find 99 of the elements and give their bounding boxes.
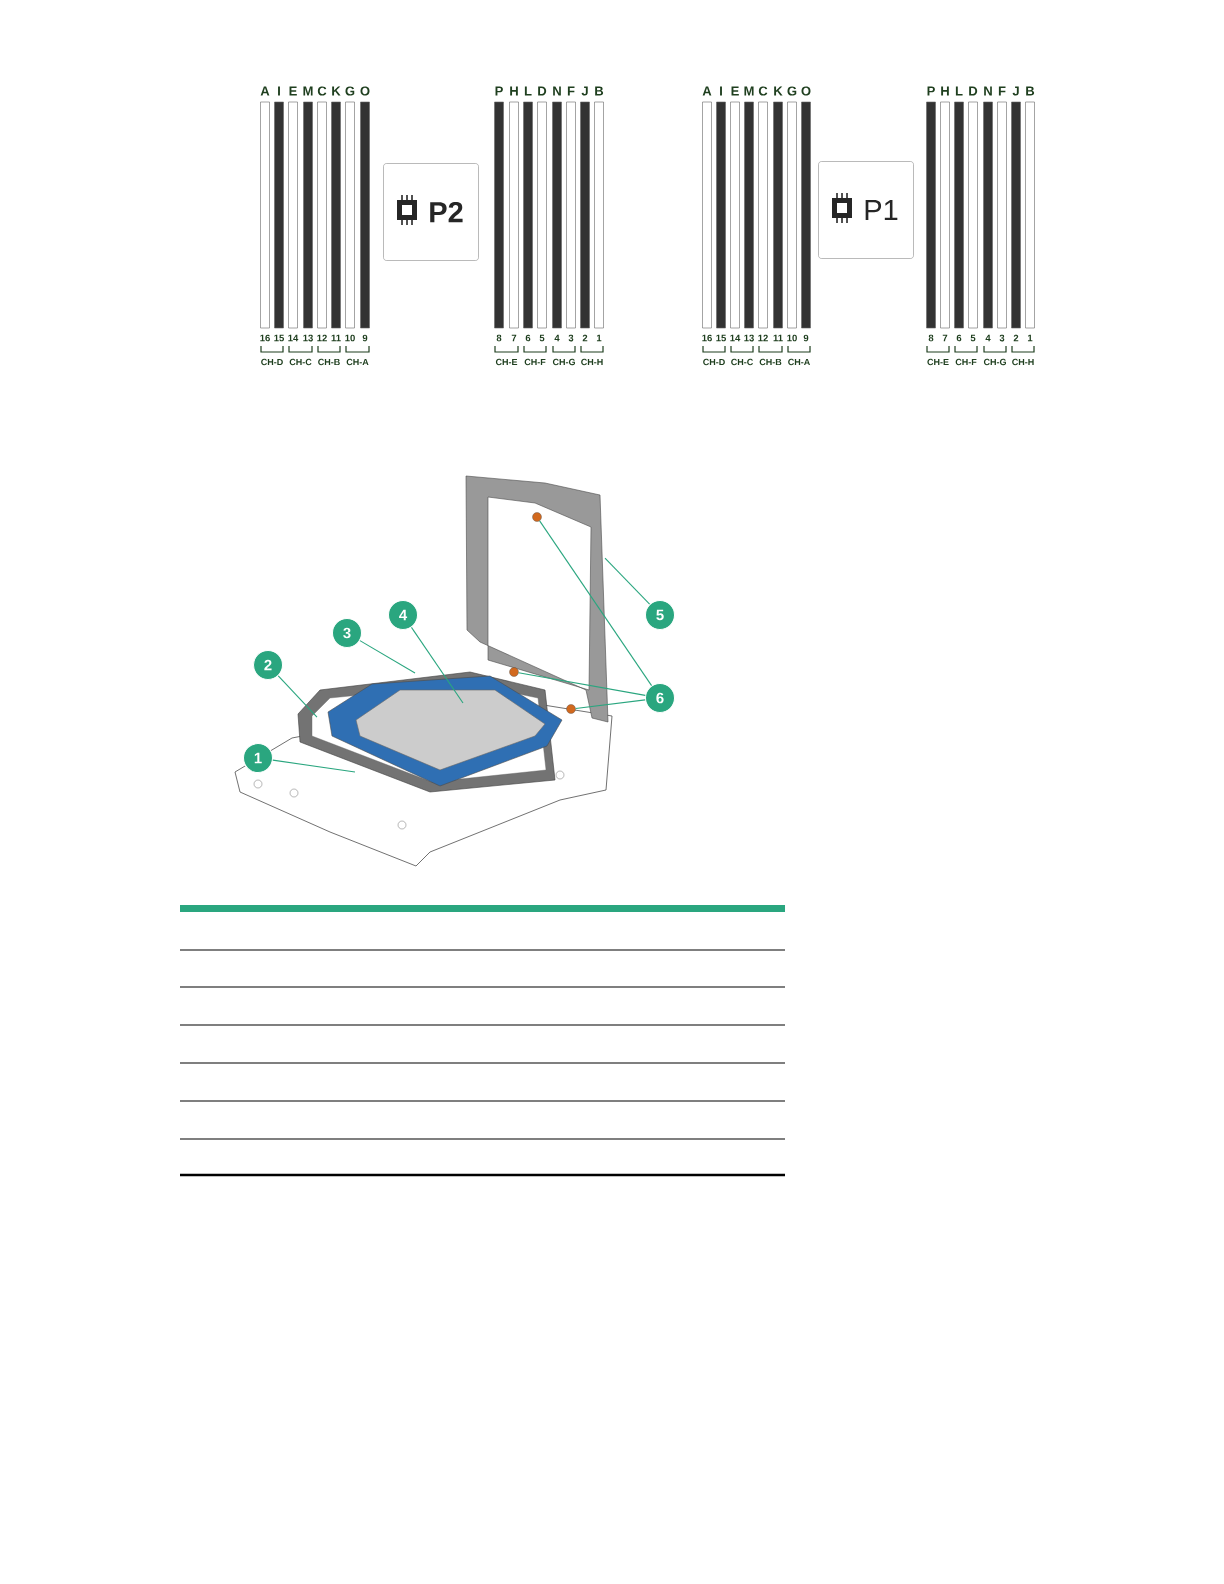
slot-letter: J: [1012, 86, 1019, 96]
slot-number: 5: [539, 334, 545, 342]
slot-letter: J: [581, 86, 588, 96]
slot-letter: I: [720, 86, 722, 96]
slot-number: 15: [716, 334, 726, 342]
channel-label: CH-E: [927, 358, 949, 366]
slot-letter: P: [495, 86, 503, 96]
slot-letter: L: [524, 86, 532, 96]
slot-number: 11: [331, 334, 341, 342]
slot-number: 4: [985, 334, 991, 342]
screw: [532, 512, 542, 522]
slot-number: 9: [362, 334, 368, 342]
slot-number: 8: [928, 334, 934, 342]
slot-number: 1: [1027, 334, 1033, 342]
slot-letter: P: [927, 86, 935, 96]
slot-letter: D: [538, 86, 547, 96]
channel-label: CH-C: [289, 358, 312, 366]
processor-box: P2: [383, 163, 479, 261]
slot-letter: B: [595, 86, 604, 96]
slot-letter: K: [774, 86, 783, 96]
screw: [509, 667, 519, 677]
slot-number: 4: [554, 334, 560, 342]
slot-letter: C: [758, 86, 768, 96]
slot-number: 5: [970, 334, 976, 342]
slot-letter: M: [303, 86, 313, 96]
channel-label: CH-B: [759, 358, 782, 366]
slot-number: 10: [345, 334, 355, 342]
slot-number: 10: [787, 334, 797, 342]
channel-label: CH-B: [318, 358, 340, 366]
slot-number: 12: [317, 334, 327, 342]
slot-number: 7: [942, 334, 948, 342]
slot-letter: G: [787, 86, 797, 96]
slot-number: 3: [999, 334, 1005, 342]
slot-number: 2: [1013, 334, 1019, 342]
channel-label: CH-E: [495, 358, 518, 366]
leader-line: [277, 675, 318, 718]
slot-letter: C: [317, 86, 327, 96]
slot-letter: H: [510, 86, 518, 96]
slot-number: 16: [260, 334, 270, 342]
slot-number: 14: [730, 334, 741, 342]
slot-letter: I: [278, 86, 280, 96]
callout-number: 3: [332, 618, 362, 648]
slot-number: 15: [274, 334, 284, 342]
channel-label: CH-F: [524, 358, 546, 366]
slot-letter: F: [567, 86, 575, 96]
callout-number: 5: [645, 600, 675, 630]
slot-letter: A: [260, 86, 270, 96]
channel-label: CH-D: [703, 358, 725, 366]
callout-number: 4: [388, 600, 418, 630]
channel-label: CH-A: [346, 358, 369, 366]
slot-number: 3: [568, 334, 574, 342]
slot-letter: B: [1026, 86, 1035, 96]
slot-number: 12: [758, 334, 768, 342]
slot-letter: G: [345, 86, 355, 96]
leader-line: [604, 557, 651, 605]
leader-line: [359, 640, 416, 674]
channel-label: CH-G: [552, 358, 575, 366]
slot-letter: N: [553, 86, 561, 96]
screw: [566, 704, 576, 714]
callout-number: 2: [253, 650, 283, 680]
callout-number: 1: [243, 743, 273, 773]
slot-letter: K: [332, 86, 341, 96]
slot-number: 6: [956, 334, 962, 342]
slot-letter: F: [998, 86, 1006, 96]
channel-label: CH-D: [261, 358, 283, 366]
slot-letter: E: [289, 86, 297, 96]
processor-box: P1: [818, 161, 914, 259]
slot-letter: E: [731, 86, 739, 96]
channel-label: CH-H: [581, 358, 603, 366]
slot-number: 13: [744, 334, 754, 342]
channel-label: CH-A: [788, 358, 810, 366]
slot-number: 9: [803, 334, 809, 342]
slot-number: 8: [496, 334, 502, 342]
slot-number: 7: [511, 334, 517, 342]
leader-line: [575, 699, 646, 709]
leader-line: [410, 626, 464, 704]
slot-number: 13: [303, 334, 313, 342]
slot-number: 11: [773, 334, 783, 342]
slot-number: 14: [288, 334, 299, 342]
leader-line: [272, 759, 356, 773]
slot-letter: H: [941, 86, 949, 96]
slot-letter: O: [360, 86, 370, 96]
slot-number: 1: [596, 334, 602, 342]
slot-letter: N: [984, 86, 992, 96]
slot-number: 16: [702, 334, 712, 342]
slot-letter: M: [744, 86, 754, 96]
slot-number: 6: [525, 334, 531, 342]
channel-label: CH-F: [955, 358, 977, 366]
leader-line: [539, 520, 653, 687]
channel-label: CH-H: [1012, 358, 1034, 366]
slot-number: 2: [582, 334, 588, 342]
leader-line: [518, 672, 646, 696]
channel-label: CH-G: [983, 358, 1006, 366]
slot-letter: L: [955, 86, 963, 96]
slot-letter: D: [969, 86, 978, 96]
slot-letter: A: [702, 86, 712, 96]
slot-letter: O: [801, 86, 811, 96]
channel-label: CH-C: [731, 358, 753, 366]
callout-number: 6: [645, 683, 675, 713]
